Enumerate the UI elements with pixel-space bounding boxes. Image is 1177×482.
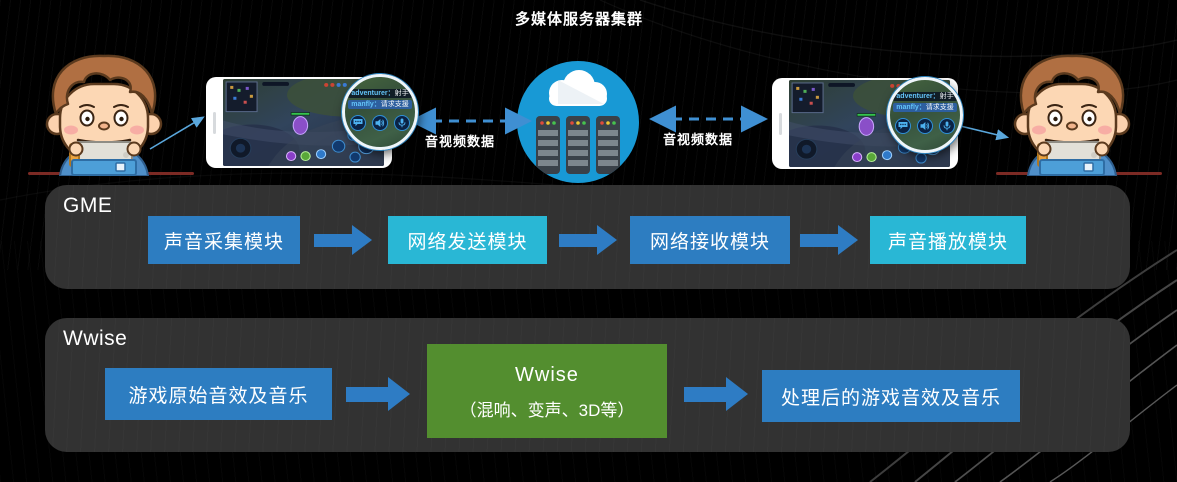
wwise-panel: Wwise 游戏原始音效及音乐 Wwise （混响、变声、3D等） 处理后的游戏… [45,318,1130,452]
chat-message: manfly：请求支援 [893,103,957,112]
chat-nickname: adventurer： [896,93,940,100]
gme-box-audio-playback: 声音播放模块 [870,216,1026,264]
voice-chat-magnifier-right: adventurer：射手 manfly：请求支援 [887,77,963,153]
diagram-title: 多媒体服务器集群 [514,11,643,28]
wwise-box-engine: Wwise （混响、变声、3D等） [427,344,667,438]
gme-box-audio-capture: 声音采集模块 [148,216,300,264]
flow-arrow-icon [314,225,372,255]
flow-arrow-icon [559,225,617,255]
wwise-engine-name: Wwise [515,363,579,386]
chat-text: 射手 [394,90,409,97]
chat-message: manfly：请求支援 [348,100,412,109]
chat-nickname: adventurer： [351,90,395,97]
player-character-left [45,54,163,176]
chat-message: adventurer：射手 [893,92,957,101]
microphone-icon [939,118,955,134]
flow-arrow-icon [346,377,410,411]
gme-panel-title: GME [63,194,113,217]
gme-box-network-receive: 网络接收模块 [630,216,790,264]
wwise-box-processed-audio: 处理后的游戏音效及音乐 [762,370,1020,422]
gme-panel: GME 声音采集模块 网络发送模块 网络接收模块 声音播放模块 [45,185,1130,289]
wwise-box-original-audio: 游戏原始音效及音乐 [105,368,332,420]
wwise-panel-title: Wwise [63,327,128,350]
minimap [791,82,824,114]
link-label-left: 音视频数据 [425,134,496,149]
flow-arrow-icon [684,377,748,411]
chat-nickname: manfly： [896,104,926,111]
chat-bubble-icon [350,115,366,131]
chat-message: adventurer：射手 [348,89,412,98]
minimap [225,81,258,113]
cloud-icon [549,70,607,106]
speaker-icon [917,118,933,134]
phone-earpiece [779,112,782,135]
chat-text: 请求支援 [925,104,954,111]
speaker-icon [372,115,388,131]
phone-earpiece [213,111,216,134]
link-label-right: 音视频数据 [663,132,734,147]
voice-chat-magnifier-left: adventurer：射手 manfly：请求支援 [342,74,418,150]
chat-nickname: manfly： [351,101,381,108]
flow-arrow-icon [800,225,858,255]
chat-bubble-icon [895,118,911,134]
chat-text: 射手 [939,93,954,100]
microphone-icon [394,115,410,131]
cloud-server-cluster-icon [517,61,639,183]
wwise-engine-features: （混响、变声、3D等） [459,400,635,420]
server-rack-icons [536,116,620,174]
gme-box-network-send: 网络发送模块 [388,216,547,264]
player-character-right [1013,54,1131,176]
chat-text: 请求支援 [380,101,409,108]
